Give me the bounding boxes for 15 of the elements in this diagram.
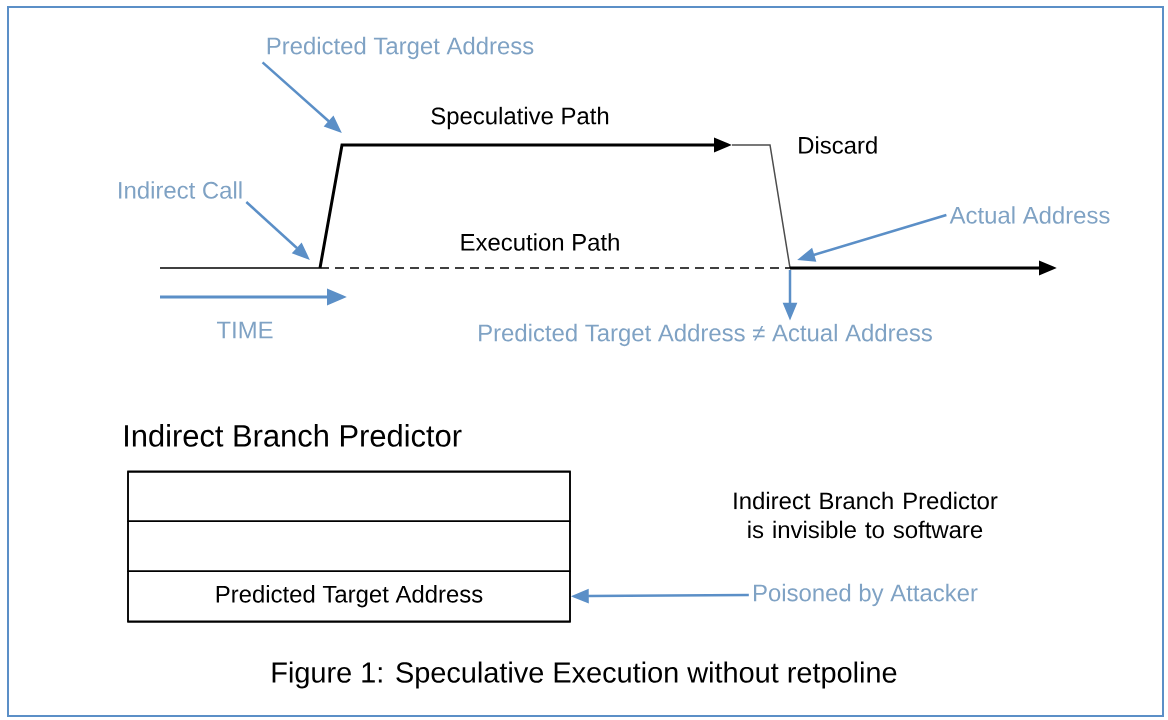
table-row <box>127 520 571 572</box>
text-label: Execution Path <box>461 233 619 251</box>
text-label: Discard <box>799 136 877 154</box>
callout-text: Predicted Target Address <box>267 36 534 60</box>
callout-text: Predicted Target Address ≠ Actual Address <box>479 323 932 347</box>
text-label: TIME <box>217 321 273 339</box>
callout-text: Poisoned by Attacker <box>754 583 978 607</box>
text-label: Indirect Branch Predictor is invisible to software <box>734 491 998 539</box>
text-label: Speculative Path <box>431 106 609 130</box>
table-row <box>127 470 571 522</box>
callout-text: Actual Address <box>949 206 1110 224</box>
caption: Figure 1: Speculative Execution without retpoline <box>272 661 897 689</box>
table-heading: Indirect Branch Predictor <box>125 424 462 447</box>
table-cell: Predicted Target Address <box>127 570 571 622</box>
callout-text: Indirect Call <box>119 181 242 199</box>
